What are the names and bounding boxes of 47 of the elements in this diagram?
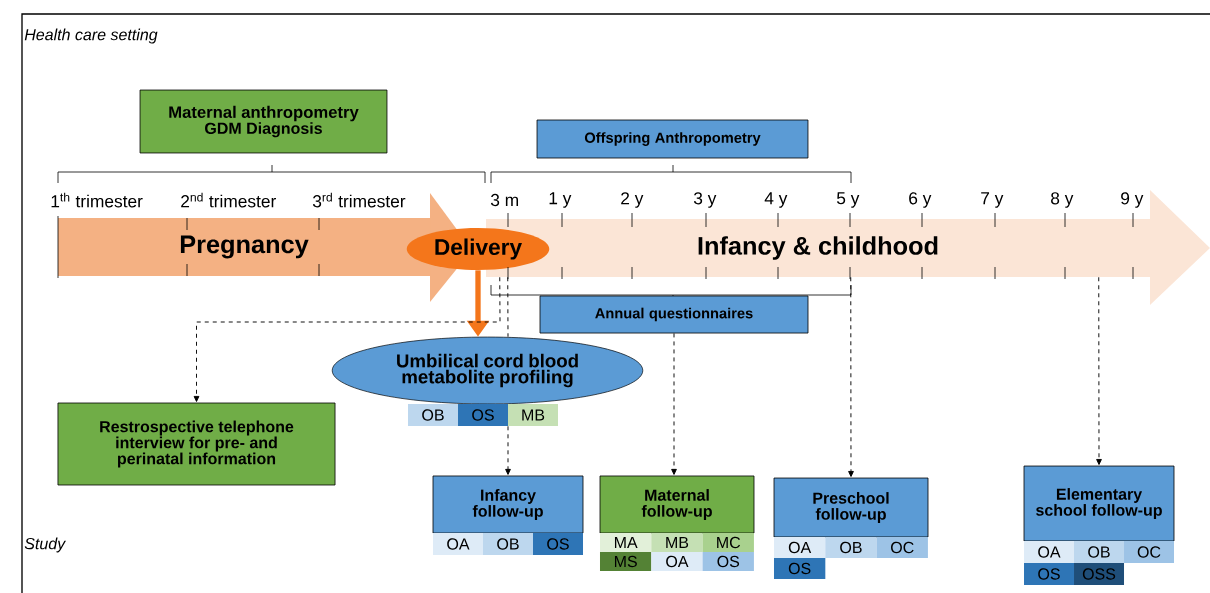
time-label: 1 y: [549, 192, 572, 208]
dashed-arrow: [505, 425, 511, 475]
code-cell: MB: [651, 533, 703, 552]
dashed-arrow: [671, 332, 677, 475]
study-box: Preschool follow-up: [773, 477, 929, 538]
code-cell: OS: [702, 552, 754, 571]
code-cell: OB: [1074, 541, 1124, 563]
code-cell: OS: [774, 557, 826, 580]
study-box: Maternal follow-up: [599, 475, 755, 534]
code-cell: OA: [774, 536, 826, 559]
code-cell: MB: [508, 404, 558, 426]
time-label: 3$^{rd}$ trimester: [312, 192, 406, 208]
time-label: 5 y: [836, 192, 860, 208]
study-box: Elementary school follow-up: [1023, 465, 1175, 542]
code-cell: OS: [458, 404, 508, 426]
region-label: Health care setting: [24, 28, 158, 44]
region-label: Study: [24, 537, 66, 553]
code-cell: OA: [433, 533, 483, 555]
time-label: 3 m: [490, 193, 518, 207]
code-cell: OB: [408, 404, 458, 426]
time-label: 4 y: [764, 192, 788, 208]
time-label: 8 y: [1051, 192, 1074, 208]
code-cell: MS: [600, 552, 652, 571]
time-label: 9 y: [1121, 192, 1144, 208]
code-cell: MA: [600, 533, 652, 552]
measurement-box: Annual questionnaires: [539, 295, 809, 334]
code-cell: OA: [1024, 541, 1074, 563]
time-label: 7 y: [981, 192, 1004, 208]
code-cell: OA: [651, 552, 703, 571]
time-label: 2$^{nd}$ trimester: [181, 192, 276, 208]
dashed-arrow: [1096, 276, 1102, 465]
code-cell: OB: [825, 536, 877, 559]
study-box: Restrospective telephone interview for pre- and perinatal information: [57, 402, 336, 486]
time-label: 6 y: [909, 192, 932, 208]
time-label: 3 y: [693, 192, 717, 208]
time-label: 2 y: [621, 192, 644, 208]
code-cell: MC: [702, 533, 754, 552]
study-box: Infancy follow-up: [432, 475, 584, 534]
dashed-arrow: [193, 276, 501, 402]
code-cell: OC: [1124, 541, 1174, 563]
code-cell: OB: [483, 533, 533, 555]
measurement-box: Maternal anthropometry GDM Diagnosis: [139, 89, 388, 154]
code-cell: OS: [1024, 563, 1074, 585]
code-cell: OSS: [1074, 563, 1124, 585]
code-cell: OS: [533, 533, 583, 555]
dashed-arrow: [848, 276, 854, 477]
measurement-box: Offspring Anthropometry: [536, 119, 809, 159]
